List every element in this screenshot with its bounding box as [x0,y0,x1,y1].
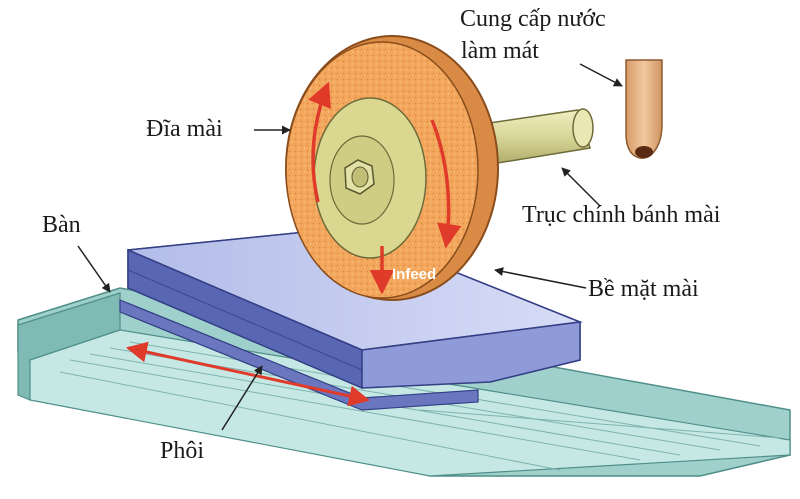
infeed-label: Infeed [392,266,437,283]
spindle-label: Trục chính bánh mài [522,202,721,228]
table-label: Bàn [42,212,81,238]
coolant-label-line1: Cung cấp nước [460,6,606,32]
grinding-surface-label: Bề mặt mài [588,276,699,302]
workpiece [119,227,583,411]
grinding-wheel [285,35,499,301]
wheel-rotation-arrow-left [308,81,331,203]
wheel-rotation-arrow-right [430,119,462,249]
leader-lines [77,63,623,431]
coolant-label-line2: làm mát [461,38,539,64]
workpiece-label: Phôi [160,438,205,464]
table-motion-arrow [125,341,371,407]
coolant-nozzle [625,59,663,159]
wheel-label: Đĩa mài [146,116,223,142]
